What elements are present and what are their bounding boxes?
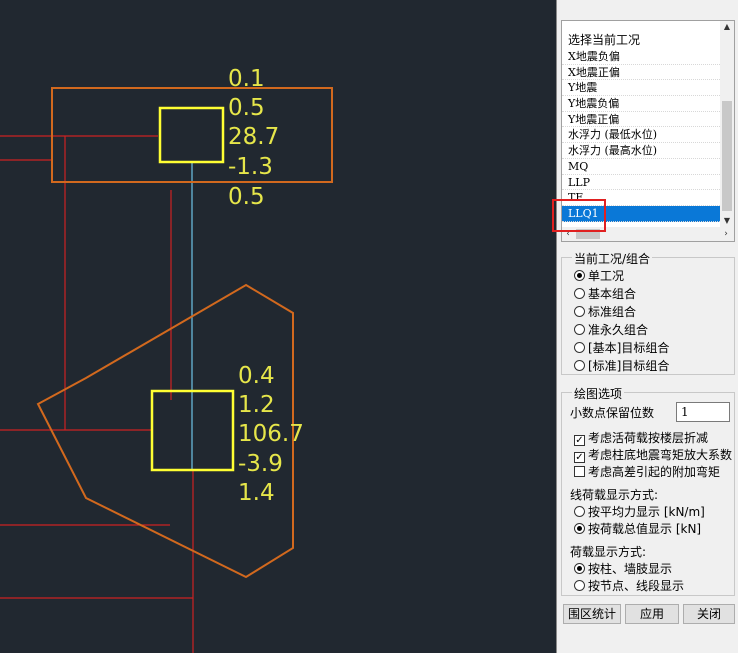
radio-line-load-total[interactable]: 按荷载总值显示 [kN] [574, 521, 701, 538]
load-case-panel: 选择当前工况 X地震负偏 X地震正偏 Y地震 Y地震负偏 Y地震正偏 水浮力 (… [556, 0, 738, 653]
list-item-selected[interactable]: LLQ1 [562, 205, 722, 222]
list-title: 选择当前工况 [568, 33, 641, 47]
top-label: 0.5 [228, 184, 265, 210]
region-stats-button[interactable]: 围区统计 [563, 604, 621, 624]
radio-label: 按荷载总值显示 [kN] [588, 522, 702, 536]
draw-options-group: 绘图选项 小数点保留位数 1 ✓考虑活荷载按楼层折减 ✓考虑柱底地震弯矩放大系数… [561, 385, 735, 596]
radio-icon[interactable] [574, 288, 585, 299]
radio-label: 准永久组合 [588, 323, 649, 337]
top-label: 0.5 [228, 95, 265, 121]
checkbox-icon[interactable] [574, 466, 585, 477]
radio-label: 按节点、线段显示 [588, 579, 685, 593]
bottom-label: 106.7 [238, 421, 304, 447]
close-button[interactable]: 关闭 [683, 604, 735, 624]
drawing-canvas[interactable]: 0.1 0.5 28.7 -1.3 0.5 0.4 1.2 106.7 -3.9… [0, 0, 556, 653]
list-item[interactable]: X地震负偏 [562, 49, 722, 65]
radio-icon[interactable] [574, 580, 585, 591]
list-item[interactable]: Y地震负偏 [562, 96, 722, 112]
radio-single-case[interactable]: 单工况 [574, 268, 624, 285]
radio-label: [标准]目标组合 [588, 359, 670, 373]
list-items: X地震负偏 X地震正偏 Y地震 Y地震负偏 Y地震正偏 水浮力 (最低水位) 水… [562, 49, 722, 222]
list-item[interactable]: 水浮力 (最低水位) [562, 127, 722, 144]
radio-icon[interactable] [574, 324, 585, 335]
drawing-svg: 0.1 0.5 28.7 -1.3 0.5 0.4 1.2 106.7 -3.9… [0, 66, 333, 653]
radio-icon[interactable] [574, 342, 585, 353]
condition-group: 当前工况/组合 单工况 基本组合 标准组合 准永久组合 [基本]目标组合 [标准… [561, 250, 735, 375]
radio-label: 基本组合 [588, 287, 637, 301]
scroll-up-icon[interactable]: ▲ [723, 22, 731, 31]
list-item[interactable]: 水浮力 (最高水位) [562, 143, 722, 159]
radio-load-by-node[interactable]: 按节点、线段显示 [574, 578, 684, 595]
radio-label: 按平均力显示 [kN/m] [588, 505, 705, 519]
load-case-list[interactable]: 选择当前工况 X地震负偏 X地震正偏 Y地震 Y地震负偏 Y地震正偏 水浮力 (… [561, 20, 735, 242]
scroll-thumb[interactable] [722, 101, 732, 211]
radio-label: 标准组合 [588, 305, 637, 319]
selection-highlight-box [552, 199, 606, 232]
radio-icon[interactable] [574, 506, 585, 517]
check-live-load-reduction[interactable]: ✓考虑活荷载按楼层折减 [574, 430, 708, 447]
scroll-down-icon[interactable]: ▼ [723, 216, 731, 225]
top-pile-cap[interactable] [51, 87, 333, 183]
check-seismic-moment-amplify[interactable]: ✓考虑柱底地震弯矩放大系数 [574, 447, 732, 464]
radio-icon[interactable] [574, 306, 585, 317]
top-label: 28.7 [228, 124, 279, 150]
apply-button[interactable]: 应用 [625, 604, 679, 624]
radio-label: 单工况 [588, 269, 625, 283]
list-item[interactable]: MQ [562, 159, 722, 175]
radio-icon[interactable] [574, 270, 585, 281]
radio-icon[interactable] [574, 523, 585, 534]
radio-label: 按柱、墙肢显示 [588, 562, 673, 576]
top-label: -1.3 [228, 154, 273, 180]
check-label: 考虑活荷载按楼层折减 [588, 431, 709, 445]
group-title: 绘图选项 [572, 385, 625, 402]
load-display-title: 荷载显示方式: [570, 545, 647, 559]
list-item[interactable]: X地震正偏 [562, 65, 722, 81]
decimal-input[interactable]: 1 [676, 402, 730, 422]
list-item[interactable]: LLP [562, 175, 722, 191]
bottom-label: -3.9 [238, 451, 283, 477]
radio-icon[interactable] [574, 563, 585, 574]
bottom-label: 0.4 [238, 363, 275, 389]
radio-quasi-permanent-combo[interactable]: 准永久组合 [574, 322, 648, 339]
checkbox-icon[interactable]: ✓ [574, 435, 585, 446]
bottom-label: 1.4 [238, 480, 275, 506]
radio-icon[interactable] [574, 360, 585, 371]
list-item[interactable]: Y地震正偏 [562, 112, 722, 128]
list-vertical-scrollbar[interactable]: ▲ ▼ [720, 21, 734, 227]
radio-line-load-average[interactable]: 按平均力显示 [kN/m] [574, 504, 705, 521]
radio-load-by-column[interactable]: 按柱、墙肢显示 [574, 561, 672, 578]
radio-standard-combo[interactable]: 标准组合 [574, 304, 636, 321]
radio-basic-combo[interactable]: 基本组合 [574, 286, 636, 303]
top-column[interactable] [158, 106, 225, 164]
radio-label: [基本]目标组合 [588, 341, 670, 355]
check-elevation-moment[interactable]: 考虑高差引起的附加弯矩 [574, 464, 720, 481]
bottom-pile-cap[interactable] [36, 283, 294, 579]
line-load-title: 线荷载显示方式: [570, 488, 659, 502]
radio-standard-target-combo[interactable]: [标准]目标组合 [574, 358, 669, 375]
checkbox-icon[interactable]: ✓ [574, 452, 585, 463]
radio-basic-target-combo[interactable]: [基本]目标组合 [574, 340, 669, 357]
check-label: 考虑柱底地震弯矩放大系数 [588, 448, 733, 462]
bottom-column[interactable] [150, 389, 235, 472]
top-label: 0.1 [228, 66, 265, 92]
list-item[interactable]: Y地震 [562, 80, 722, 97]
scroll-right-icon[interactable]: › [724, 229, 728, 239]
scroll-thumb[interactable] [576, 229, 600, 239]
bottom-label: 1.2 [238, 392, 275, 418]
scroll-left-icon[interactable]: ‹ [566, 229, 570, 239]
decimal-label: 小数点保留位数 [570, 406, 655, 420]
check-label: 考虑高差引起的附加弯矩 [588, 465, 721, 479]
group-title: 当前工况/组合 [572, 250, 653, 267]
